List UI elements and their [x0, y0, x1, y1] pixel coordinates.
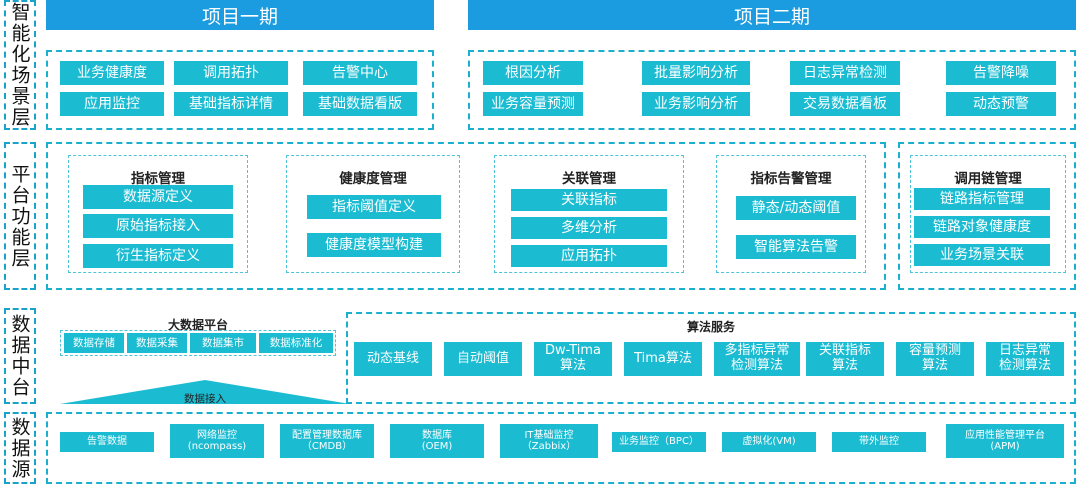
source-item[interactable]: 网络监控 (ncompass): [170, 424, 264, 458]
scene-item[interactable]: 告警降噪: [946, 61, 1056, 85]
phase1-header: 项目一期: [46, 0, 434, 30]
source-item[interactable]: IT基础监控 （Zabbix）: [500, 424, 598, 458]
alert-title: 指标告警管理: [750, 171, 832, 187]
health-item[interactable]: 健康度模型构建: [307, 233, 441, 257]
indicator-item[interactable]: 数据源定义: [83, 185, 233, 209]
indicator-item[interactable]: 衍生指标定义: [83, 244, 233, 268]
source-item[interactable]: 配置管理数据库 （CMDB）: [280, 424, 374, 458]
algo-item[interactable]: Dw-Tima 算法: [534, 342, 612, 376]
phase2-header: 项目二期: [468, 0, 1076, 30]
source-item[interactable]: 应用性能管理平台 (APM): [946, 424, 1064, 458]
correlation-item[interactable]: 关联指标: [511, 189, 667, 211]
scene-item[interactable]: 调用拓扑: [174, 61, 288, 85]
trace-title: 调用链管理: [954, 171, 1022, 187]
platform-frame-main: [46, 142, 886, 290]
scene-item[interactable]: 应用监控: [60, 92, 164, 116]
source-frame: [46, 412, 1076, 484]
scene-item[interactable]: 业务容量预测: [483, 92, 583, 116]
indicator-group: [68, 155, 248, 273]
algo-frame: [346, 312, 1076, 404]
source-item[interactable]: 虚拟化(VM): [722, 432, 816, 452]
correlation-title: 关联管理: [562, 171, 616, 187]
source-item[interactable]: 业务监控（BPC）: [612, 432, 706, 452]
scene-item[interactable]: 基础指标详情: [174, 92, 288, 116]
scene-item[interactable]: 批量影响分析: [642, 61, 750, 85]
algo-item[interactable]: 容量预测 算法: [896, 342, 974, 376]
layer-label-source: 数据源: [4, 412, 36, 484]
trace-item[interactable]: 链路对象健康度: [914, 216, 1050, 238]
source-item[interactable]: 带外监控: [832, 432, 926, 452]
bigdata-title: 大数据平台: [167, 318, 228, 332]
platform-frame-trace: [898, 142, 1076, 290]
correlation-group: [494, 155, 684, 273]
scene-phase1-frame: [46, 50, 434, 130]
trace-group: [910, 155, 1066, 273]
correlation-item[interactable]: 应用拓扑: [511, 245, 667, 267]
bigdata-item[interactable]: 数据存储: [64, 333, 124, 353]
layer-label-middle: 数据中台: [4, 308, 36, 404]
bigdata-item[interactable]: 数据采集: [127, 333, 187, 353]
alert-group: [716, 155, 866, 273]
alert-item[interactable]: 智能算法告警: [736, 235, 856, 259]
trace-item[interactable]: 链路指标管理: [914, 188, 1050, 210]
bigdata-item[interactable]: 数据集市: [190, 333, 256, 353]
health-group: [286, 155, 460, 273]
alert-item[interactable]: 静态/动态阈值: [736, 196, 856, 220]
scene-item[interactable]: 业务影响分析: [642, 92, 750, 116]
scene-item[interactable]: 交易数据看板: [790, 92, 900, 116]
algo-item[interactable]: 日志异常 检测算法: [986, 342, 1064, 376]
scene-phase2-frame: [468, 50, 1076, 130]
bigdata-frame: [60, 330, 336, 356]
data-access-label: 数据接入: [184, 393, 226, 405]
layer-label-scene: 智能化场景层: [4, 0, 36, 130]
source-item[interactable]: 数据库 (OEM): [390, 424, 484, 458]
algo-item[interactable]: Tima算法: [624, 342, 702, 376]
algo-title: 算法服务: [686, 320, 735, 334]
scene-item[interactable]: 基础数据看版: [303, 92, 417, 116]
algo-item[interactable]: 多指标异常 检测算法: [714, 342, 800, 376]
scene-item[interactable]: 根因分析: [483, 61, 583, 85]
indicator-title: 指标管理: [131, 171, 185, 187]
scene-item[interactable]: 日志异常检测: [790, 61, 900, 85]
algo-item[interactable]: 关联指标 算法: [806, 342, 884, 376]
algo-item[interactable]: 动态基线: [354, 342, 432, 376]
source-item[interactable]: 告警数据: [60, 432, 154, 452]
scene-item[interactable]: 业务健康度: [60, 61, 164, 85]
health-title: 健康度管理: [339, 171, 407, 187]
layer-label-platform: 平台功能层: [4, 142, 36, 290]
correlation-item[interactable]: 多维分析: [511, 217, 667, 239]
scene-item[interactable]: 告警中心: [303, 61, 417, 85]
health-item[interactable]: 指标阈值定义: [307, 195, 441, 219]
scene-item[interactable]: 动态预警: [946, 92, 1056, 116]
data-access-triangle: [60, 380, 350, 404]
indicator-item[interactable]: 原始指标接入: [83, 214, 233, 238]
algo-item[interactable]: 自动阈值: [444, 342, 522, 376]
bigdata-item[interactable]: 数据标准化: [259, 333, 333, 353]
trace-item[interactable]: 业务场景关联: [914, 244, 1050, 266]
